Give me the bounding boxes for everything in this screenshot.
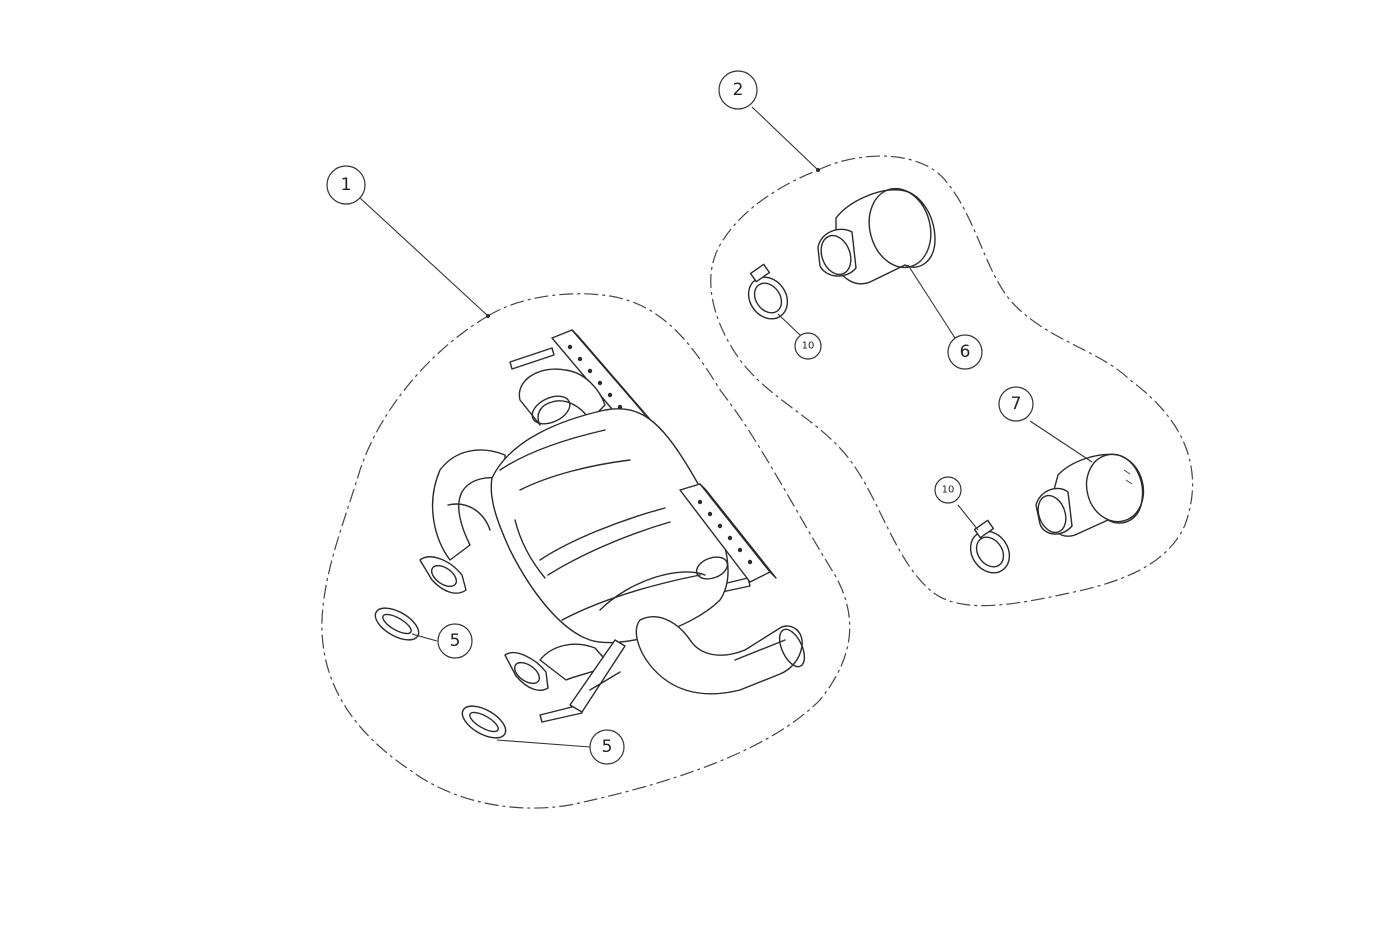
tailpipe-tip-lower (1035, 453, 1145, 537)
svg-text:6: 6 (960, 342, 971, 362)
callout-7: 7 (998, 386, 1034, 422)
gasket-lower (461, 705, 507, 739)
callout-5-lower: 5 (589, 729, 625, 765)
leader-2 (751, 106, 819, 171)
callout-6: 6 (947, 334, 983, 370)
group-2-boundary (710, 155, 1194, 607)
callout-5-upper: 5 (437, 623, 473, 659)
leader-1 (359, 197, 489, 317)
svg-text:7: 7 (1011, 394, 1022, 414)
upper-bracket-holes (567, 344, 623, 410)
hose-clamp-upper (747, 263, 789, 320)
callout-10-lower: 10 (934, 476, 962, 504)
svg-text:5: 5 (450, 631, 461, 651)
svg-text:10: 10 (802, 341, 815, 352)
gasket-upper (374, 607, 420, 641)
muffler-assembly (419, 329, 806, 723)
svg-text:1: 1 (341, 175, 352, 195)
leader-10b (957, 504, 979, 531)
svg-text:2: 2 (733, 80, 744, 100)
callout-2: 2 (718, 70, 758, 110)
leader-6 (907, 264, 956, 339)
svg-text:10: 10 (942, 485, 955, 496)
callout-10-upper: 10 (794, 332, 822, 360)
leader-7 (1029, 420, 1093, 463)
hose-clamp-lower (969, 519, 1011, 574)
leader-5a (411, 633, 438, 642)
leader-10a (777, 313, 801, 336)
group-1-boundary (321, 293, 851, 809)
callout-1: 1 (326, 165, 366, 205)
tailpipe-tip-upper (817, 187, 936, 285)
svg-text:5: 5 (602, 737, 613, 757)
leader-5b (496, 739, 591, 748)
lower-bracket-holes (697, 499, 753, 565)
